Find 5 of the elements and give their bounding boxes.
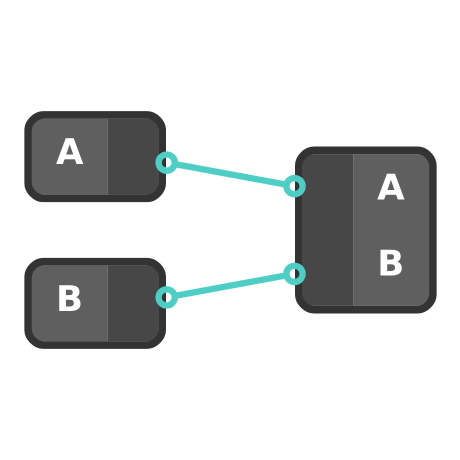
connector [154,262,306,309]
connector [154,151,306,198]
node-box: A [24,111,166,202]
node-box: A B [294,146,436,314]
node-box: B [24,258,166,349]
